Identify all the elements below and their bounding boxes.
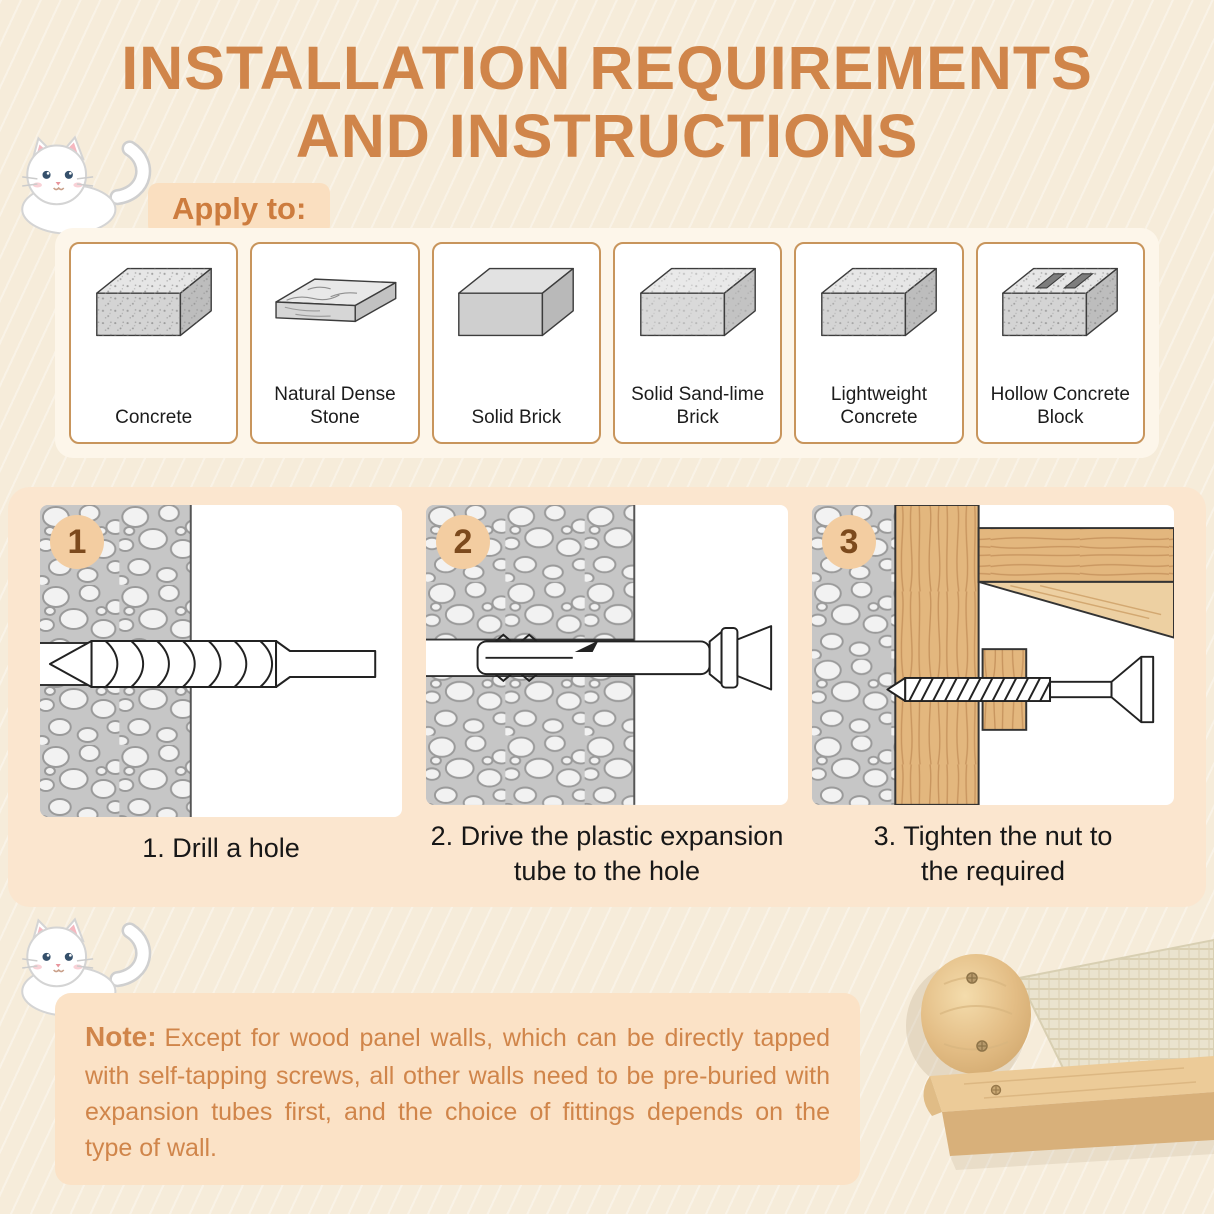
step-1: 1 1. Drill a hole	[40, 505, 402, 889]
title-line-2: AND INSTRUCTIONS	[295, 102, 919, 171]
material-card-natural-dense-stone: Natural Dense Stone	[250, 242, 420, 444]
step-2-caption: 2. Drive the plastic expansion tube to t…	[430, 820, 784, 886]
step-2-illustration-box: 2	[426, 505, 788, 805]
material-label: Solid Sand-lime Brick	[631, 383, 765, 429]
natural-dense-stone-icon	[275, 278, 397, 323]
note-text: Note:Except for wood panel walls, which …	[85, 1017, 830, 1166]
material-card-solid-brick: Solid Brick	[431, 242, 601, 444]
lightweight-concrete-icon	[821, 267, 937, 337]
material-label: Hollow Concrete Block	[990, 383, 1130, 429]
step-1-illustration-box: 1	[40, 505, 402, 817]
solid-brick-icon	[458, 267, 575, 337]
wood-shelf	[923, 1056, 1214, 1170]
sisal-mat	[1017, 938, 1214, 1072]
material-card-hollow-concrete-block: Hollow Concrete Block	[975, 242, 1145, 444]
material-card-concrete: Concrete	[69, 242, 239, 444]
material-label: Lightweight Concrete	[830, 383, 928, 429]
concrete-block-icon	[95, 267, 212, 337]
step-3-badge: 3	[822, 515, 876, 569]
material-card-sand-lime-brick: Solid Sand-lime Brick	[612, 242, 783, 444]
round-wood-step	[921, 954, 1031, 1074]
note-body: Except for wood panel walls, which can b…	[85, 1024, 830, 1163]
title-line-1: INSTALLATION REQUIREMENTS	[121, 34, 1093, 102]
step-3: 3 3. Tighten the nut to th	[812, 505, 1174, 889]
materials-panel: Concrete Natural Dense Stone	[55, 228, 1159, 458]
wall-shelf-photo	[906, 938, 1214, 1170]
page-title: INSTALLATION REQUIREMENTS AND INSTRUCTIO…	[0, 34, 1214, 171]
hollow-concrete-block-icon	[1002, 267, 1119, 337]
step-2-badge: 2	[436, 515, 490, 569]
material-label: Concrete	[115, 407, 193, 429]
note-label: Note:	[85, 1021, 157, 1052]
step-2: 2 2. Drive the plastic exp	[426, 505, 788, 889]
step-3-illustration-box: 3	[812, 505, 1174, 805]
note-panel: Note:Except for wood panel walls, which …	[55, 993, 860, 1185]
screw-icon	[966, 972, 988, 1052]
apply-to-label: Apply to:	[148, 183, 331, 235]
sand-lime-brick-icon	[639, 267, 756, 337]
cat-icon	[6, 134, 158, 236]
step-3-caption: 3. Tighten the nut to the required	[873, 820, 1113, 886]
material-label: Solid Brick	[471, 407, 562, 429]
material-card-lightweight-concrete: Lightweight Concrete	[794, 242, 964, 444]
material-label: Natural Dense Stone	[274, 383, 396, 429]
steps-panel: 1 1. Drill a hole 2	[8, 487, 1206, 907]
step-1-caption: 1. Drill a hole	[142, 833, 300, 863]
step-1-badge: 1	[50, 515, 104, 569]
